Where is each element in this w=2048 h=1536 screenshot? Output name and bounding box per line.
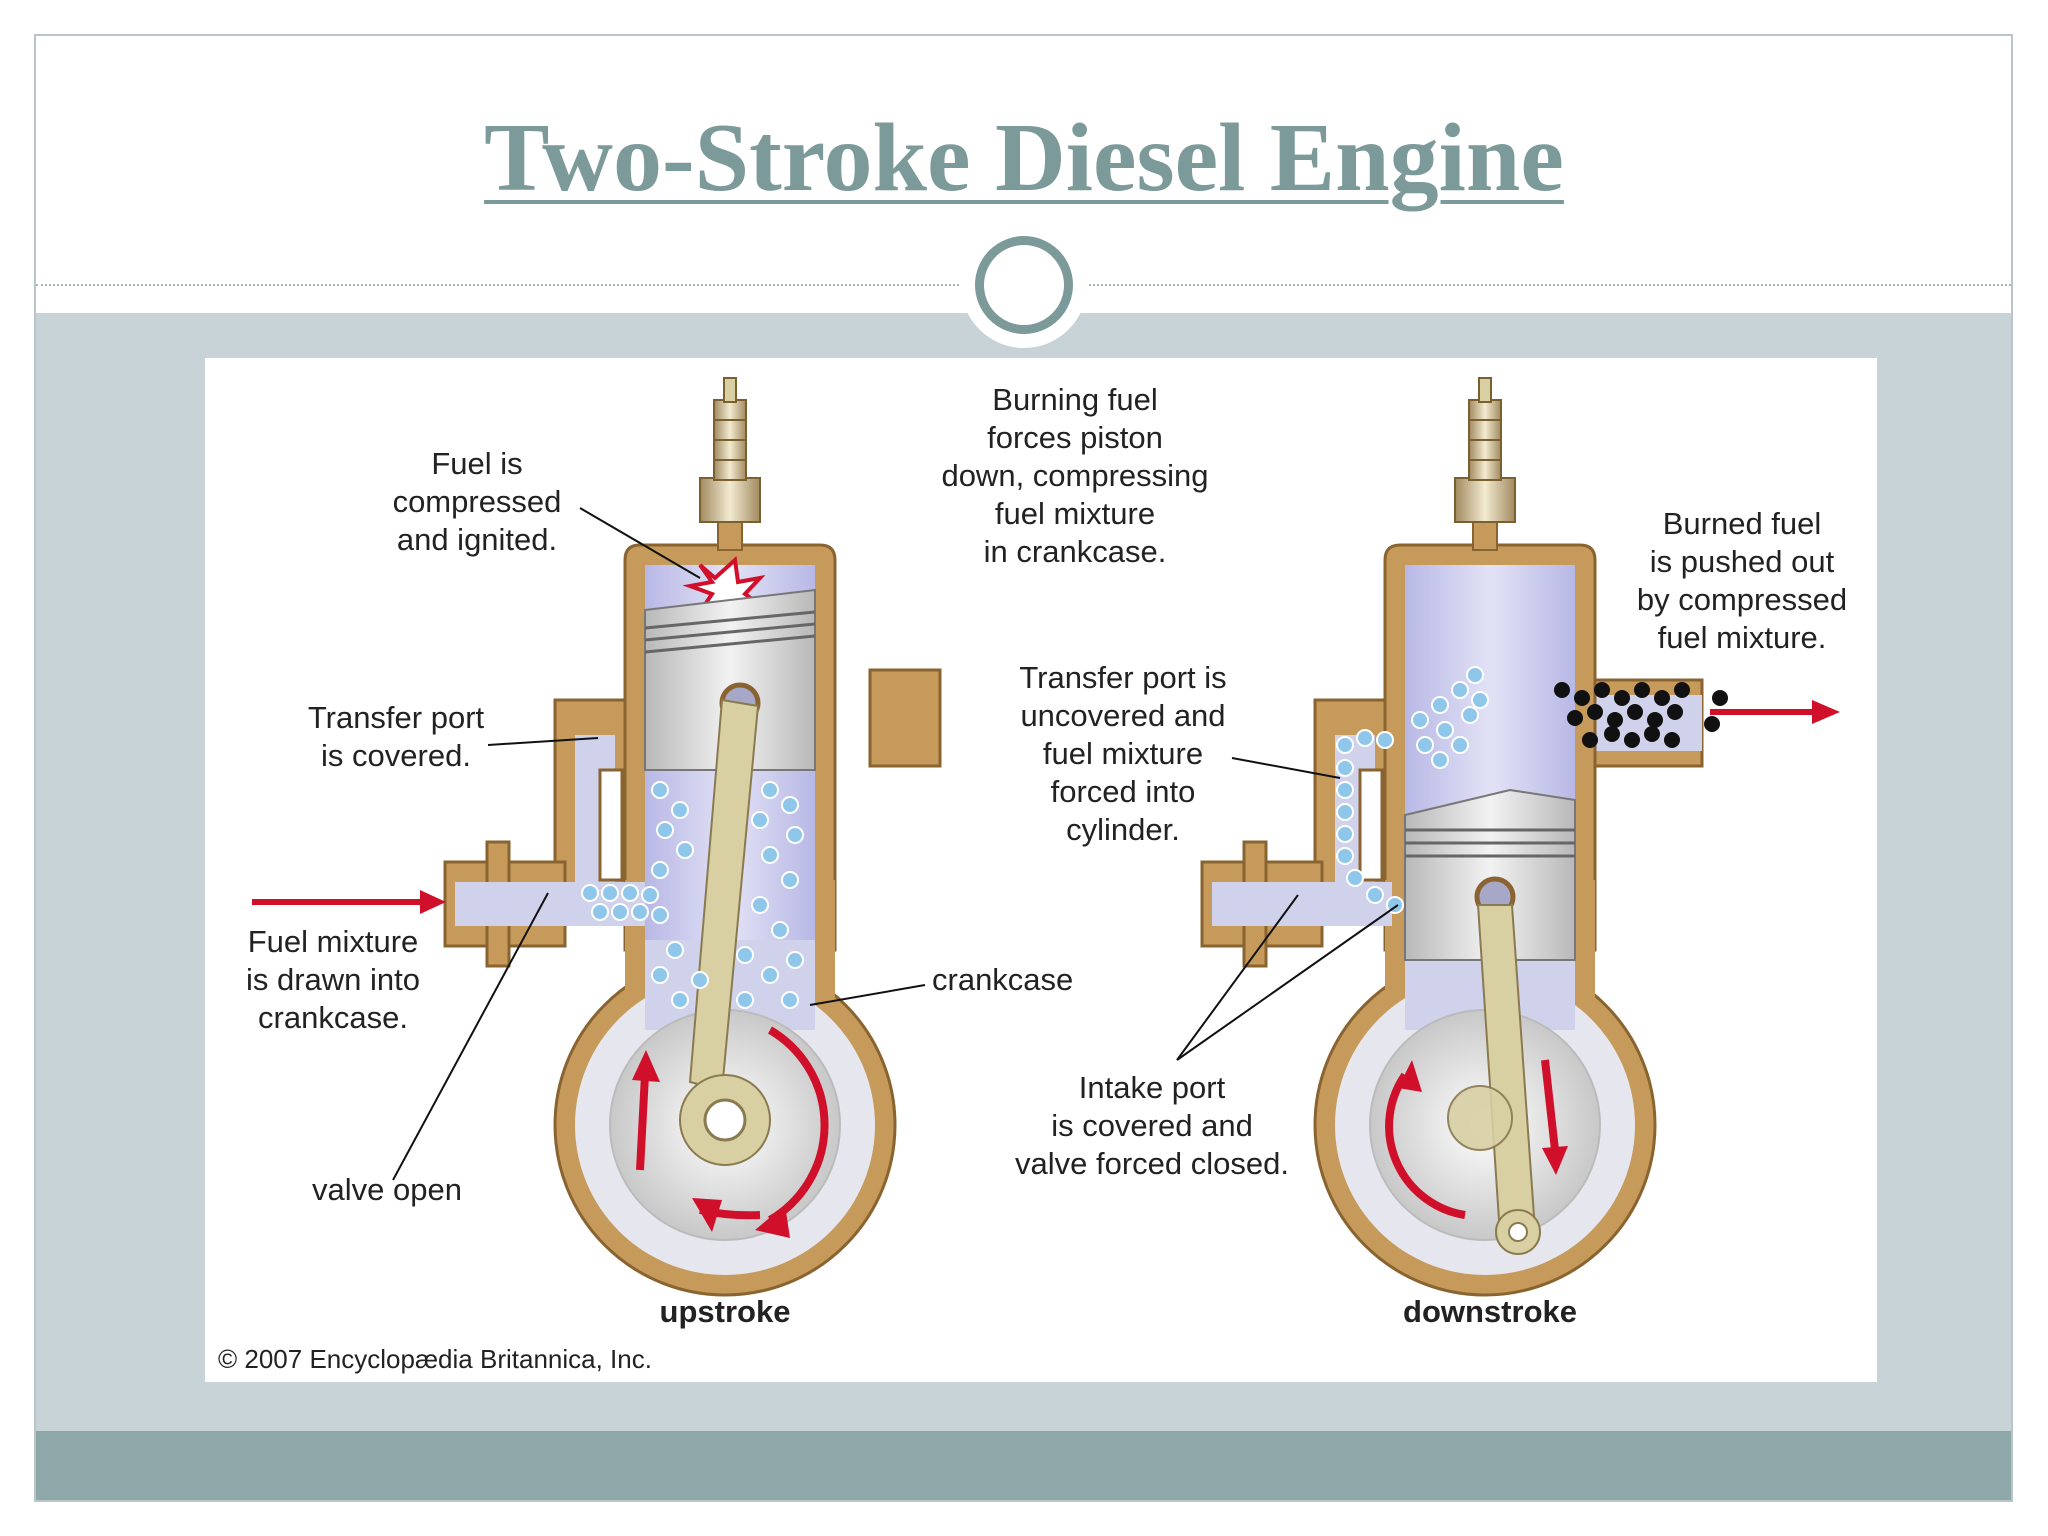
intake-line-1: Intake port: [1079, 1070, 1226, 1105]
burning-fuel-label: Burning fuel forces piston down, compres…: [941, 382, 1208, 569]
circle-ornament-icon: [975, 236, 1073, 334]
intake-line-3: valve forced closed.: [1015, 1146, 1289, 1181]
burning-line-3: down, compressing: [941, 458, 1208, 493]
intake-port-label: Intake port is covered and valve forced …: [1015, 1070, 1289, 1181]
fuel-mixture-label: Fuel mixture is drawn into crankcase.: [246, 924, 420, 1035]
downstroke-engine: [1200, 377, 1840, 1297]
crankcase-label: crankcase: [932, 962, 1073, 997]
ignition-label-line-2: compressed: [393, 484, 562, 519]
slide-title: Two-Stroke Diesel Engine: [484, 104, 1564, 212]
burned-fuel-line-4: fuel mixture.: [1658, 620, 1827, 655]
transfer-port-covered-label: Transfer port is covered.: [308, 700, 485, 773]
ignition-label: Fuel is compressed and ignited.: [393, 446, 562, 557]
downstroke-caption: downstroke: [1403, 1294, 1577, 1329]
fuel-mixture-line-3: crankcase.: [258, 1000, 408, 1035]
transfer-uncovered-line-1: Transfer port is: [1019, 660, 1226, 695]
transfer-uncovered-line-2: uncovered and: [1020, 698, 1225, 733]
transfer-port-uncovered-label: Transfer port is uncovered and fuel mixt…: [1019, 660, 1226, 847]
fuel-mixture-line-2: is drawn into: [246, 962, 420, 997]
intake-line-2: is covered and: [1051, 1108, 1253, 1143]
valve-open-label: valve open: [312, 1172, 462, 1207]
burned-fuel-label: Burned fuel is pushed out by compressed …: [1637, 506, 1847, 655]
burning-line-1: Burning fuel: [992, 382, 1157, 417]
transfer-uncovered-line-5: cylinder.: [1066, 812, 1180, 847]
ignition-label-line-1: Fuel is: [431, 446, 522, 481]
burning-line-5: in crankcase.: [984, 534, 1167, 569]
transfer-uncovered-line-3: fuel mixture: [1043, 736, 1203, 771]
burned-fuel-line-1: Burned fuel: [1663, 506, 1822, 541]
burned-fuel-line-3: by compressed: [1637, 582, 1847, 617]
copyright-credit: © 2007 Encyclopædia Britannica, Inc.: [218, 1344, 652, 1374]
leader-lines: [392, 507, 1399, 1181]
burning-line-4: fuel mixture: [995, 496, 1155, 531]
fuel-mixture-line-1: Fuel mixture: [248, 924, 419, 959]
transfer-uncovered-line-4: forced into: [1051, 774, 1196, 809]
transfer-covered-line-2: is covered.: [321, 738, 471, 773]
upstroke-engine: [252, 377, 942, 1297]
ignition-label-line-3: and ignited.: [397, 522, 557, 557]
upstroke-caption: upstroke: [660, 1294, 791, 1329]
burning-line-2: forces piston: [987, 420, 1163, 455]
transfer-covered-line-1: Transfer port: [308, 700, 485, 735]
burned-fuel-line-2: is pushed out: [1650, 544, 1835, 579]
footer-band: [36, 1431, 2011, 1500]
